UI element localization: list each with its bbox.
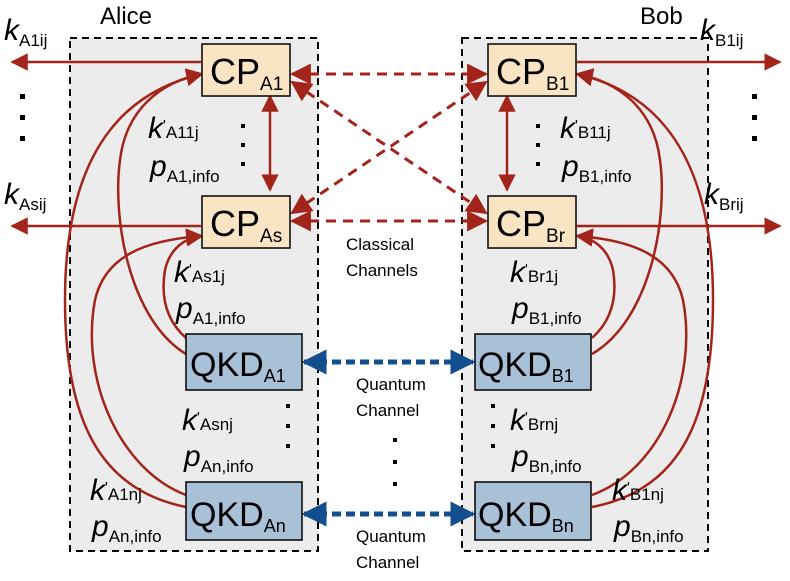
alice-label: Alice [100,3,152,30]
svg-text:pBn,info: pBn,info [511,440,582,476]
svg-text:k'A1nj: k'A1nj [90,474,142,507]
output-label-k-brij: kBrij [704,178,744,214]
svg-text:k'Asnj: k'Asnj [182,404,233,437]
svg-text:QKDB1: QKDB1 [478,346,574,386]
svg-text:CPB1: CPB1 [496,51,569,95]
svg-text:pBn,info: pBn,info [613,510,684,546]
cp-br-node: CPBr [487,195,577,249]
edge-label-brn: k'Brnj pBn,info [510,404,582,476]
arc-qkd-an-cp-as [90,228,204,497]
cp-as-node: CPAs [201,195,291,249]
svg-text:QKDA1: QKDA1 [190,346,286,386]
arc-qkd-a1-cp-a1 [116,68,204,356]
edge-label-as1: k'As1j pA1,info [174,256,246,328]
edge-label-br1: k'Br1j pB1,info [510,256,582,328]
qkd-an-node: QKDAn [185,481,303,541]
svg-text:pAn,info: pAn,info [91,510,162,546]
qkd-a1-node: QKDA1 [185,333,303,391]
cp-b1-node: CPB1 [487,43,577,97]
svg-text:QKDAn: QKDAn [190,496,286,536]
output-label-k-asij: kAsij [4,178,46,214]
edge-label-asn: k'Asnj pAn,info [182,404,254,476]
quantum-channel-1-label-line1: Quantum [356,375,426,394]
cp-a1-node: CPA1 [201,43,291,97]
classical-channels-label-line1: Classical [346,235,414,254]
edge-label-a11: k'A11j pA1,info [148,112,220,186]
quantum-channel-n-label-line2: Channel [356,553,419,572]
svg-text:k'Br1j: k'Br1j [510,256,558,289]
classical-as-b1 [290,80,488,215]
svg-text:k'B1nj: k'B1nj [612,474,664,507]
bob-domain-box [461,37,709,552]
svg-text:pA1,info: pA1,info [175,292,246,328]
arc-qkd-bn-cp-b1 [575,69,715,509]
qkd-b1-node: QKDB1 [474,333,592,391]
svg-text:CPBr: CPBr [496,203,566,247]
alice-domain-box [69,37,319,552]
svg-text:CPA1: CPA1 [210,51,283,95]
output-label-k-b1ij: kB1ij [700,14,743,50]
svg-text:CPAs: CPAs [210,203,282,247]
ellipsis-dots [20,94,757,486]
svg-text:k'B11j: k'B11j [560,112,611,145]
arc-qkd-an-cp-a1 [63,68,204,509]
arc-qkd-bn-cp-br [575,228,688,497]
edge-label-b1n: k'B1nj pBn,info [612,474,684,546]
svg-text:k'As1j: k'As1j [174,256,225,289]
qkd-bn-node: QKDBn [474,481,592,541]
quantum-channel-1-label-line2: Channel [356,401,419,420]
bob-label: Bob [640,3,683,30]
svg-text:pB1,info: pB1,info [561,150,632,186]
svg-text:pAn,info: pAn,info [183,440,254,476]
svg-text:k'Brnj: k'Brnj [510,404,558,437]
quantum-channel-n-label-line1: Quantum [356,527,426,546]
svg-text:pA1,info: pA1,info [149,150,220,186]
output-label-k-a1ij: kA1ij [4,14,47,50]
edge-label-b11: k'B11j pB1,info [560,112,632,186]
svg-text:k'A11j: k'A11j [148,112,199,145]
edge-label-a1n: k'A1nj pAn,info [90,474,162,546]
svg-text:pB1,info: pB1,info [511,292,582,328]
classical-channels-label-line2: Channels [346,261,418,280]
svg-text:QKDBn: QKDBn [478,496,574,536]
